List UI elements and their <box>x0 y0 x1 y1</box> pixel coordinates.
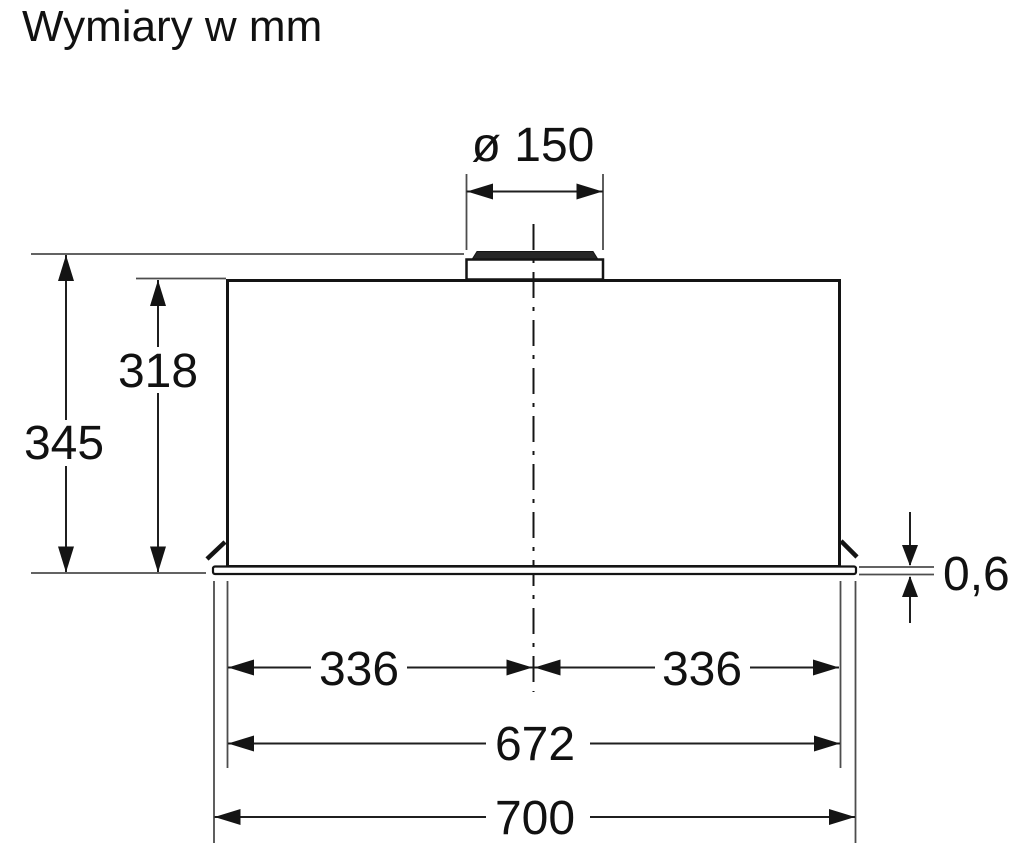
dim-label-left-half-width: 336 <box>319 643 399 696</box>
arrow-left-icon <box>534 659 561 676</box>
dim-panel-thickness: 0,6 <box>859 512 1010 623</box>
dim-duct-diameter: ø 150 <box>465 119 604 250</box>
arrow-left-icon <box>214 809 241 825</box>
corner-tick-left <box>205 540 227 561</box>
dim-label-inner-width: 672 <box>495 718 575 771</box>
arrow-left-icon <box>467 183 493 200</box>
dim-inner-width: 672 <box>228 718 840 771</box>
arrow-right-icon <box>576 183 603 200</box>
arrow-up-icon <box>58 255 74 281</box>
arrow-right-icon <box>506 659 533 676</box>
bottom-panel <box>211 565 858 576</box>
diagram-title: Wymiary w mm <box>22 2 322 51</box>
corner-tick-right <box>839 539 859 559</box>
dim-total-height: 345 <box>24 253 464 574</box>
arrow-down-icon <box>150 546 166 573</box>
dim-label-total-height: 345 <box>24 417 104 470</box>
arrow-right-icon <box>814 735 840 752</box>
dim-label-total-width: 700 <box>495 792 575 845</box>
dim-label-panel-thickness: 0,6 <box>943 548 1010 601</box>
arrow-left-icon <box>228 659 254 676</box>
arrow-down-icon <box>902 545 918 566</box>
dim-label-right-half-width: 336 <box>662 643 742 696</box>
arrow-right-icon <box>829 809 855 825</box>
duct-collar-base <box>465 258 605 281</box>
arrow-right-icon <box>813 659 839 676</box>
dim-total-width: 700 <box>214 792 855 845</box>
dim-left-half-width: 336 <box>228 643 533 696</box>
duct-collar <box>465 251 605 281</box>
arrow-left-icon <box>228 735 254 752</box>
arrow-up-icon <box>902 576 918 597</box>
dim-right-half-width: 336 <box>534 643 839 696</box>
dim-label-body-height: 318 <box>118 345 198 398</box>
arrow-up-icon <box>150 280 166 306</box>
arrow-down-icon <box>58 546 74 573</box>
dim-body-height: 318 <box>118 277 226 573</box>
dim-label-duct-diameter: ø 150 <box>472 119 595 172</box>
